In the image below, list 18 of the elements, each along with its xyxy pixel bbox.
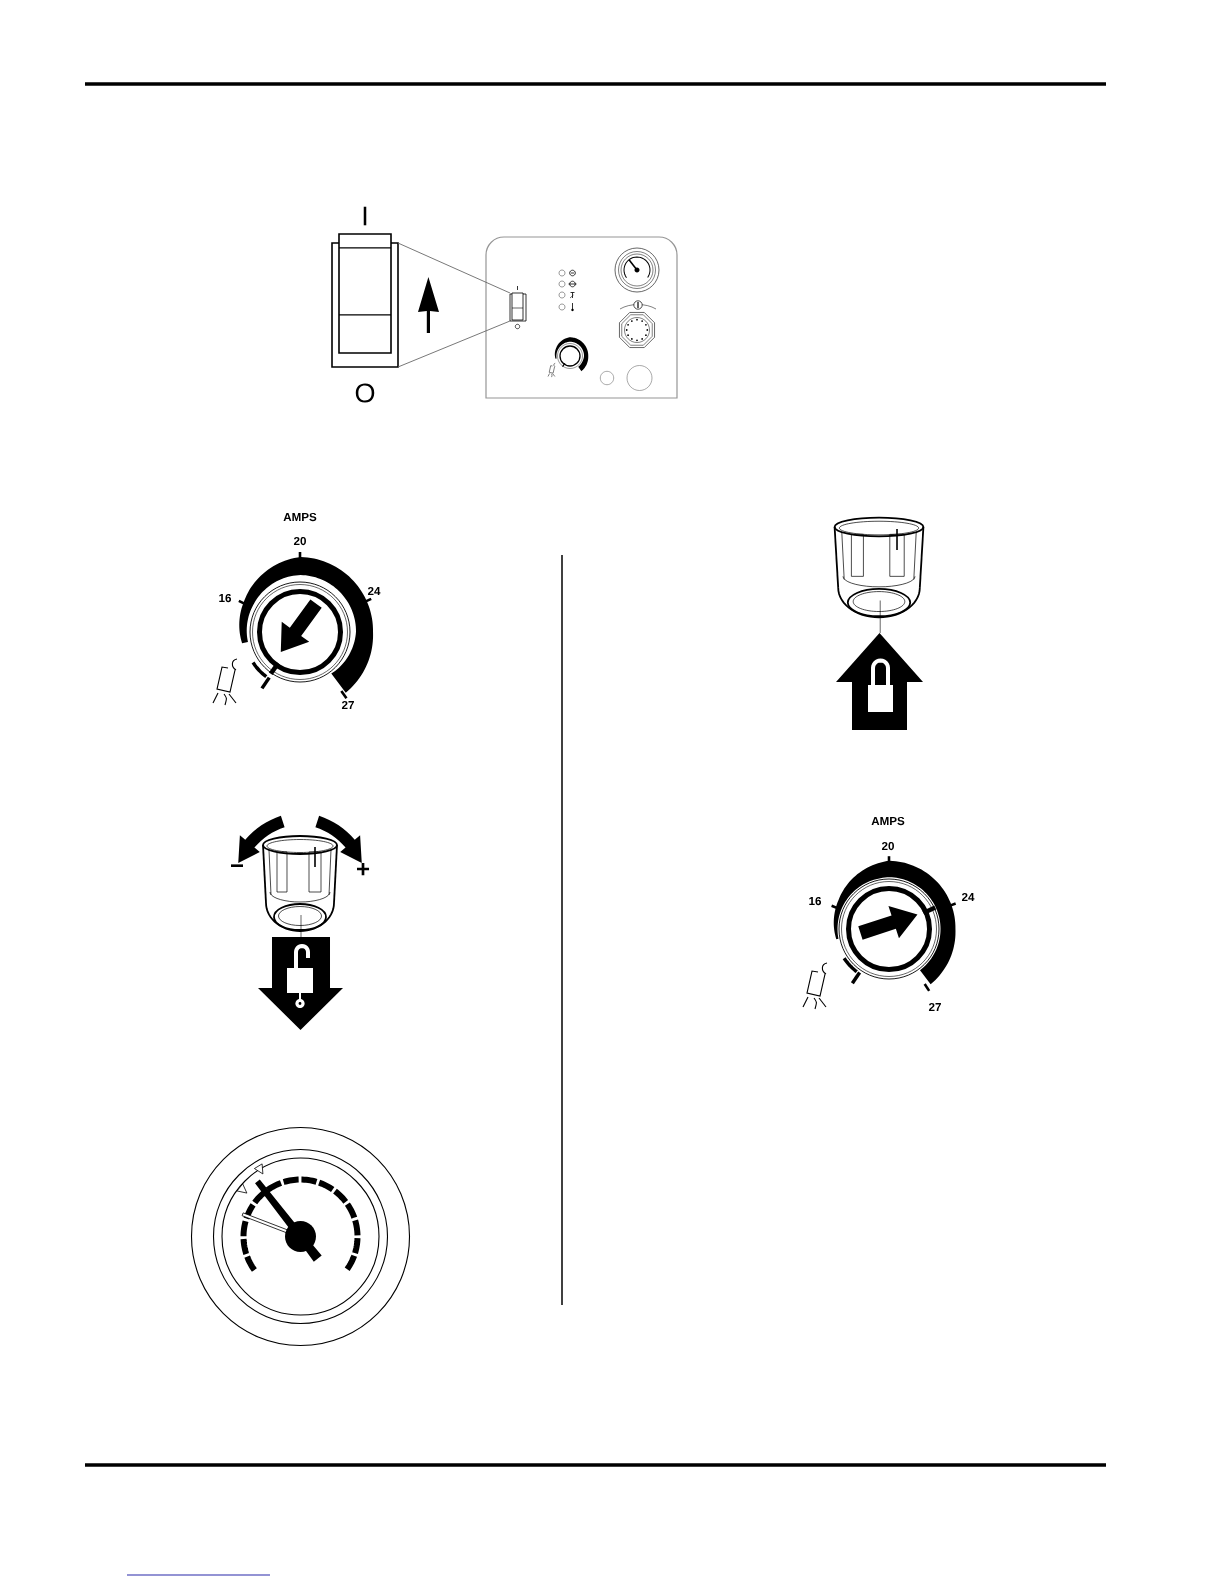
control-panel [485, 236, 678, 399]
rotation-label: − [231, 864, 243, 867]
rocker-switch [509, 285, 527, 330]
leader-line [397, 320, 511, 368]
rocker-switch [331, 233, 399, 368]
scale-number: 20 [293, 536, 306, 546]
scale-number: 27 [928, 1002, 941, 1012]
rotation-label: + [357, 862, 370, 876]
switch-label: O [355, 383, 375, 403]
scale-number: 24 [961, 892, 975, 902]
scale-number: 27 [341, 700, 354, 710]
switch-label: I [363, 206, 367, 226]
scale-number: 24 [367, 586, 381, 596]
dial-title: AMPS [871, 816, 905, 826]
scale-number: 16 [219, 593, 231, 603]
dial-title: AMPS [283, 512, 317, 522]
scale-number: 16 [809, 896, 822, 906]
scale-number: 20 [881, 841, 894, 851]
